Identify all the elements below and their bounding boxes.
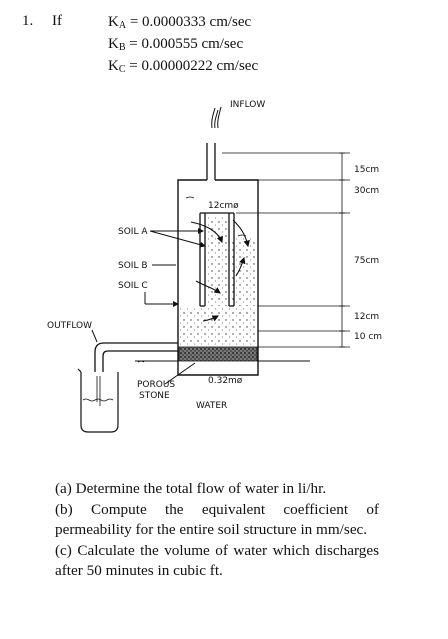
question-b: (b) Compute the equivalent coefficient o… xyxy=(55,500,379,539)
soil-b-label: SOIL B xyxy=(118,261,148,271)
soil-a-zone xyxy=(205,216,229,306)
given-values: KA = 0.0000333 cm/sec KB = 0.000555 cm/s… xyxy=(108,13,258,79)
dim-12cm: 12cm xyxy=(354,312,379,322)
questions: (a) Determine the total flow of water in… xyxy=(55,479,379,582)
soil-a-label: SOIL A xyxy=(118,227,148,237)
dimension-lines xyxy=(222,152,350,348)
dim-75cm: 75cm xyxy=(354,256,379,266)
soil-b-zone xyxy=(231,238,256,306)
problem-number: 1. xyxy=(22,13,34,29)
inflow-label: INFLOW xyxy=(230,100,265,110)
water-surface-lines xyxy=(185,196,247,237)
porous-stone-label-line2: STONE xyxy=(139,391,170,401)
given-ka: KA = 0.0000333 cm/sec xyxy=(108,14,252,31)
question-c: (c) Calculate the volume of water which … xyxy=(55,541,379,580)
outflow-pipe xyxy=(94,342,178,372)
inflow-pipe xyxy=(206,143,216,180)
soil-c-label: SOIL C xyxy=(118,281,148,291)
porous-stone-leader xyxy=(164,362,196,385)
dim-30cm: 30cm xyxy=(354,186,379,196)
dim-10cm: 10 cm xyxy=(354,332,382,342)
porous-stone-label-line1: POROUS xyxy=(137,380,175,390)
outside-water-line xyxy=(135,360,310,363)
soil-c-zone xyxy=(179,307,257,347)
question-a: (a) Determine the total flow of water in… xyxy=(55,480,327,497)
outflow-label: OUTFLOW xyxy=(47,321,92,331)
porous-stone xyxy=(178,346,258,362)
container-diameter-label: 0.32mø xyxy=(208,376,243,386)
problem-intro: If xyxy=(52,13,62,29)
given-kc: KC = 0.00000222 cm/sec xyxy=(108,58,259,75)
outflow-drip xyxy=(96,376,101,406)
outflow-leader xyxy=(91,329,98,343)
permeameter-figure: INFLOW 12cmø SOIL A SOIL B SOIL C xyxy=(47,100,382,433)
inflow-stream xyxy=(211,106,222,129)
pipe-diameter-label: 12cmø xyxy=(208,201,239,211)
water-label: WATER xyxy=(196,401,227,411)
given-kb: KB = 0.000555 cm/sec xyxy=(108,36,244,53)
flow-arrows xyxy=(190,219,250,322)
dim-15cm: 15cm xyxy=(354,165,379,175)
soil-a-leader-2 xyxy=(149,230,206,248)
beaker xyxy=(77,368,119,433)
